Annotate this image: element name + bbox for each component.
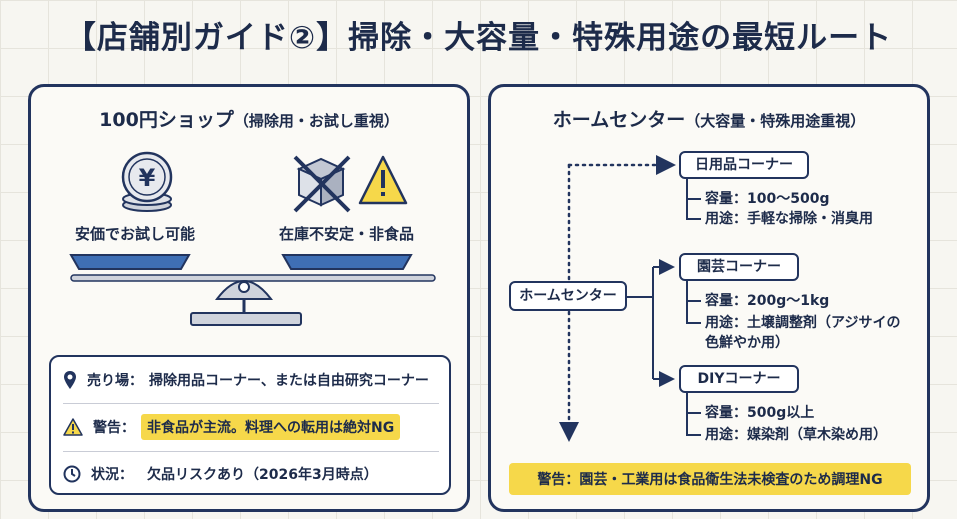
warning-label: 警告： <box>93 420 135 436</box>
balance-scale-illustration: ¥ <box>69 151 436 326</box>
left-panel-heading: 100円ショップ（掃除用・お試し重視） <box>31 105 467 132</box>
diy-capacity: 容量：500g以上 <box>705 405 815 421</box>
right-heading-sub: （大容量・特殊用途重視） <box>685 112 866 130</box>
branch-gardening: 園芸コーナー <box>679 253 799 281</box>
home-center-warning: 警告：園芸・工業用は食品衛生法未検査のため調理NG <box>509 463 911 495</box>
branch-diy: DIYコーナー <box>679 365 799 393</box>
left-heading-sub: （掃除用・お試し重視） <box>233 112 399 130</box>
gardening-capacity: 容量：200g〜1kg <box>705 293 830 309</box>
warning-icon <box>63 418 83 436</box>
root-node-home-center: ホームセンター <box>509 281 627 311</box>
warning-triangle-icon <box>358 155 408 205</box>
gardening-usage: 用途：土壌調整剤（アジサイの <box>705 315 901 331</box>
info-row-status: 状況： 欠品リスクあり（2026年3月時点） <box>63 455 443 493</box>
status-value: 欠品リスクあり（2026年3月時点） <box>147 467 378 483</box>
hundred-yen-shop-panel: 100円ショップ（掃除用・お試し重視） ¥ <box>28 84 470 512</box>
coin-symbol: ¥ <box>139 164 156 192</box>
right-pan-label: 在庫不安定・非食品 <box>279 225 415 243</box>
crossed-box-icon <box>293 155 351 213</box>
home-center-panel: ホームセンター（大容量・特殊用途重視） ホームセンター 日用品コーナー 容量：1… <box>488 84 930 512</box>
location-value: 掃除用品コーナー、または自由研究コーナー <box>149 373 429 389</box>
right-panel-heading: ホームセンター（大容量・特殊用途重視） <box>491 105 927 132</box>
status-label: 状況： <box>91 467 133 483</box>
info-row-warning: 警告： 非食品が主流。料理への転用は絶対NG <box>63 408 443 446</box>
right-heading-main: ホームセンター <box>552 109 686 131</box>
location-pin-icon <box>64 371 76 389</box>
yen-coin-icon: ¥ <box>121 151 173 212</box>
branch-daily-goods: 日用品コーナー <box>679 151 809 179</box>
info-row-location: 売り場： 掃除用品コーナー、または自由研究コーナー <box>63 361 443 399</box>
clock-icon <box>63 465 81 483</box>
left-pan-label: 安価でお試し可能 <box>75 225 196 243</box>
gardening-usage-cont: 色鮮やか用） <box>705 335 789 351</box>
left-heading-main: 100円ショップ <box>99 109 234 131</box>
daily-goods-capacity: 容量：100〜500g <box>705 191 830 207</box>
page-title: 【店舗別ガイド②】掃除・大容量・特殊用途の最短ルート <box>64 20 893 56</box>
shop-info-box: 売り場： 掃除用品コーナー、または自由研究コーナー 警告： 非食品が主流。料理への転… <box>49 355 451 495</box>
warning-value: 非食品が主流。料理への転用は絶対NG <box>141 414 401 440</box>
location-label: 売り場： <box>87 373 143 389</box>
diy-usage: 用途：媒染剤（草木染め用） <box>705 427 887 443</box>
daily-goods-usage: 用途：手軽な掃除・消臭用 <box>705 211 873 227</box>
